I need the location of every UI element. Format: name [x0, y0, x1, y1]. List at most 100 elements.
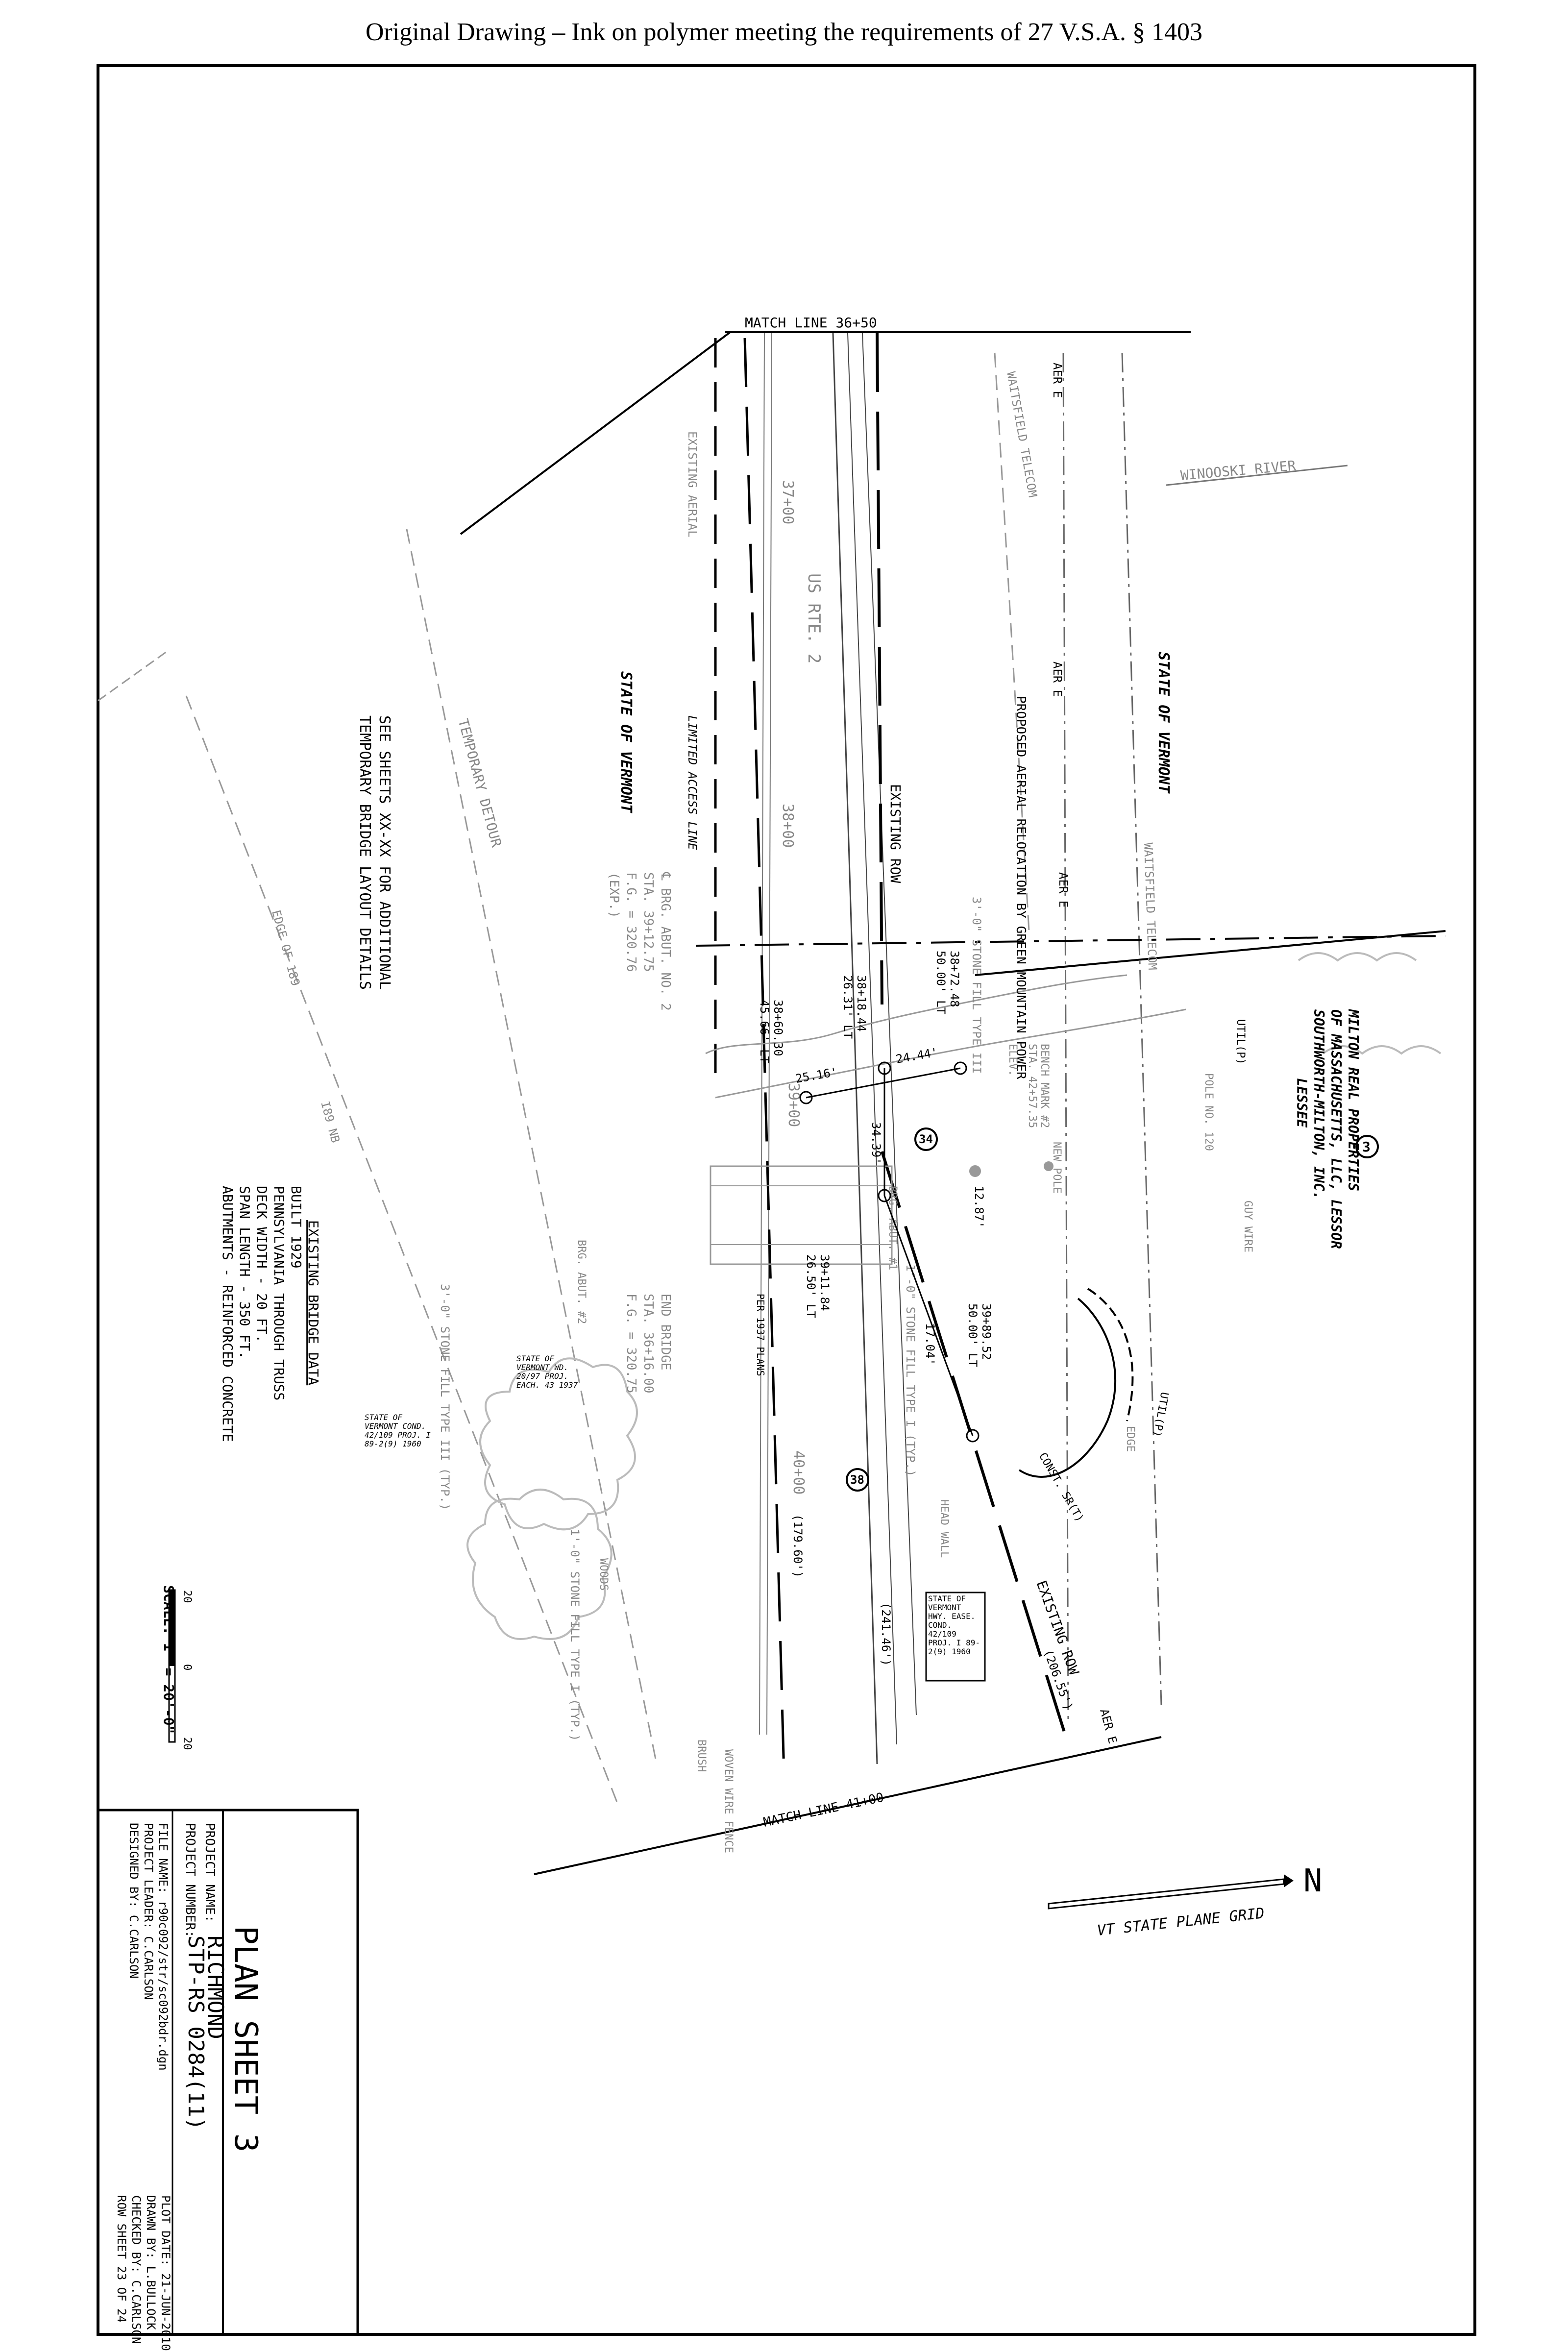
north-symbol: N — [1303, 1863, 1323, 1899]
milton-line1: MILTON REAL PROPERTIES — [1345, 1009, 1361, 1191]
end-bridge-sta: STA. 36+16.00 — [641, 1294, 656, 1394]
new-pole: NEW POLE — [1051, 1142, 1063, 1194]
dim-39-11-lt: 26.50' LT — [804, 1254, 818, 1318]
dist-179: (179.60') — [791, 1514, 805, 1578]
checked-by: CHECKED BY: C.CARLSON — [129, 2195, 143, 2344]
project-number: STP-RS 0284(11) — [183, 1936, 208, 2130]
parcel-number: 3 — [1362, 1139, 1371, 1155]
road-lines — [714, 333, 1070, 1774]
guy-wire: GUY WIRE — [1242, 1200, 1254, 1252]
state-vt-box-1: STATE OF VERMONT HWY. EASE. COND. 42/109… — [928, 1594, 980, 1656]
dist-241: (241.46') — [879, 1602, 893, 1666]
scale-tick-20: 20 — [181, 1590, 193, 1603]
proposed-aerial-relocation: PROPOSED AERIAL RELOCATION BY GREEN MOUN… — [1013, 696, 1028, 1079]
point-38: 38 — [850, 1473, 864, 1487]
dim-38-72-lt: 50.00' LT — [934, 951, 948, 1014]
temporary-detour-label: TEMPORARY DETOUR — [455, 717, 505, 849]
dim-39-89: 39+89.52 — [980, 1303, 993, 1360]
station-39: 39+00 — [785, 1083, 802, 1127]
bridge-deck: DECK WIDTH - 20 FT. — [254, 1186, 270, 1343]
winooski-river: WINOOSKI RIVER — [1180, 458, 1297, 484]
drawing-labels: STATE OF VERMONT STATE OF VERMONT LIMITE… — [356, 363, 1379, 1853]
scale-bar: 20 0 20 SCALE: 1" = 20'-0" — [161, 1585, 193, 1750]
state-vt-box-2: STATE OF VERMONT COND. 42/109 PROJ. I 89… — [365, 1413, 431, 1448]
pole-no: POLE NO. 120 — [1202, 1073, 1215, 1151]
milton-line4: LESSEE — [1294, 1078, 1310, 1128]
cl-brg-fg: F.G. = 320.76 — [624, 872, 638, 972]
limited-access-line: LIMITED ACCESS LINE — [686, 715, 699, 850]
match-line-bottom — [534, 1736, 1162, 1875]
woods-outline — [466, 952, 1442, 1640]
match-line-top-diag — [460, 331, 731, 535]
header-note: Original Drawing – Ink on polymer meetin… — [365, 18, 1203, 46]
cl-brg-exp: (EXP.) — [607, 872, 621, 918]
river-arrow — [1166, 465, 1348, 486]
dim-39-11: 39+11.84 — [818, 1254, 832, 1311]
utility-p-2: UTIL(P) — [1151, 1391, 1171, 1438]
aer-e-4: AER E — [1097, 1707, 1120, 1745]
file-name: FILE NAME: r90c092/str/sc092bdr.dgn — [156, 1823, 170, 2071]
project-name: RICHMOND — [203, 1936, 228, 2039]
dist-17: 17.04' — [923, 1323, 937, 1366]
match-line-top-label: MATCH LINE 36+50 — [745, 315, 877, 331]
existing-bridge-title: EXISTING BRIDGE DATA — [305, 1220, 321, 1385]
dim-38-72: 38+72.48 — [948, 951, 961, 1007]
existing-aerial: EXISTING AERIAL — [686, 431, 699, 538]
dim-38-18-lt: 26.31' LT — [841, 975, 855, 1039]
stone-fill-type-iii: 3'-0" STONE FILL TYPE III — [970, 897, 983, 1074]
existing-bridge-data: EXISTING BRIDGE DATA BUILT 1929 PENNSYLV… — [220, 1186, 321, 1442]
station-38: 38+00 — [779, 804, 796, 848]
brush: BRUSH — [695, 1740, 708, 1772]
see-sheets-line2: TEMPORARY BRIDGE LAYOUT DETAILS — [356, 715, 373, 990]
point-38-circle — [846, 1468, 869, 1492]
bridge-type: PENNSYLVANIA THROUGH TRUSS — [271, 1186, 287, 1400]
state-of-vermont-2: STATE OF VERMONT — [1155, 652, 1172, 794]
title-block: PLAN SHEET 3 PROJECT NAME: RICHMOND PROJ… — [97, 1809, 359, 2351]
edge-of-189: EDGE OF 189 — [269, 908, 302, 987]
north-arrow: N VT STATE PLANE GRID — [1048, 1863, 1323, 1939]
milton-line3: SOUTHWORTH-MILTON, INC. — [1311, 1009, 1327, 1200]
dim-38-18: 38+18.44 — [855, 975, 868, 1032]
state-vt-box-3: STATE OF VERMONT WD. 20/97 PROJ. EACH. 4… — [516, 1354, 578, 1390]
cl-brg-sta: STA. 39+12.75 — [641, 872, 656, 972]
bm-elev: ELEV. — [1006, 1044, 1019, 1076]
bridge-built: BUILT 1929 — [288, 1186, 304, 1269]
sheet-border — [97, 64, 1476, 2336]
dist-25: 25.16' — [794, 1065, 838, 1086]
bench-mark: BENCH MARK #2 — [1038, 1044, 1051, 1128]
head-wall: HEAD WALL — [938, 1499, 950, 1558]
designed-by: DESIGNED BY: C.CARLSON — [127, 1823, 141, 1979]
utility-p-1: UTIL(P) — [1234, 1019, 1247, 1065]
end-bridge: END BRIDGE — [658, 1294, 673, 1371]
waitsfield-telecom-1: WAITSFIELD TELECOM — [1004, 370, 1040, 498]
us-rte-2: US RTE. 2 — [804, 573, 824, 663]
stone-fill-type-i: 1'-0" STONE FILL TYPE I (TYP.) — [904, 1264, 917, 1476]
sheet-title: PLAN SHEET 3 — [227, 1926, 264, 2152]
aer-e-1: AER E — [1051, 363, 1064, 398]
utility-lines — [695, 352, 1446, 1725]
cl-brg-abut: ℄ BRG. ABUT. NO. 2 — [658, 872, 673, 1011]
dist-12: 12.87' — [972, 1186, 986, 1228]
drawn-by: DRAWN BY: L.BULLOCK — [144, 2195, 158, 2330]
per-1937-plans: PER 1937 PLANS — [755, 1294, 766, 1376]
dist-34: 34.39' — [869, 1122, 883, 1165]
i89-nb: I89 NB — [318, 1100, 342, 1144]
waitsfield-telecom-2: WAITSFIELD TELECOM — [1141, 842, 1159, 970]
state-of-vermont-1: STATE OF VERMONT — [617, 671, 635, 813]
bm-sta: STA. 42+57.35 — [1026, 1044, 1038, 1128]
bridge-span: SPAN LENGTH - 350 FT. — [237, 1186, 253, 1359]
dist-24: 24.44' — [895, 1045, 939, 1066]
project-number-label: PROJECT NUMBER: — [183, 1823, 197, 1938]
vt-easement-boxes: STATE OF VERMONT HWY. EASE. COND. 42/109… — [365, 1354, 986, 1682]
stone-fill-type-i-woods: 1'-0" STONE FILL TYPE I (TYP.) — [568, 1529, 582, 1741]
point-34-circle — [914, 1127, 938, 1151]
stone-fill-type-iii-typ: 3'-0" STONE FILL TYPE III (TYP.) — [438, 1284, 452, 1510]
woods: WOODS — [597, 1558, 610, 1591]
bridge-abut: ABUTMENTS - REINFORCED CONCRETE — [220, 1186, 236, 1442]
dim-38-60-lt: 45.66' LT — [758, 1000, 771, 1063]
scale-tick-20b: 20 — [181, 1737, 193, 1750]
station-37: 37+00 — [779, 480, 796, 524]
station-40: 40+00 — [790, 1450, 807, 1494]
woven-wire-fence: WOVEN WIRE FENCE — [722, 1749, 735, 1853]
